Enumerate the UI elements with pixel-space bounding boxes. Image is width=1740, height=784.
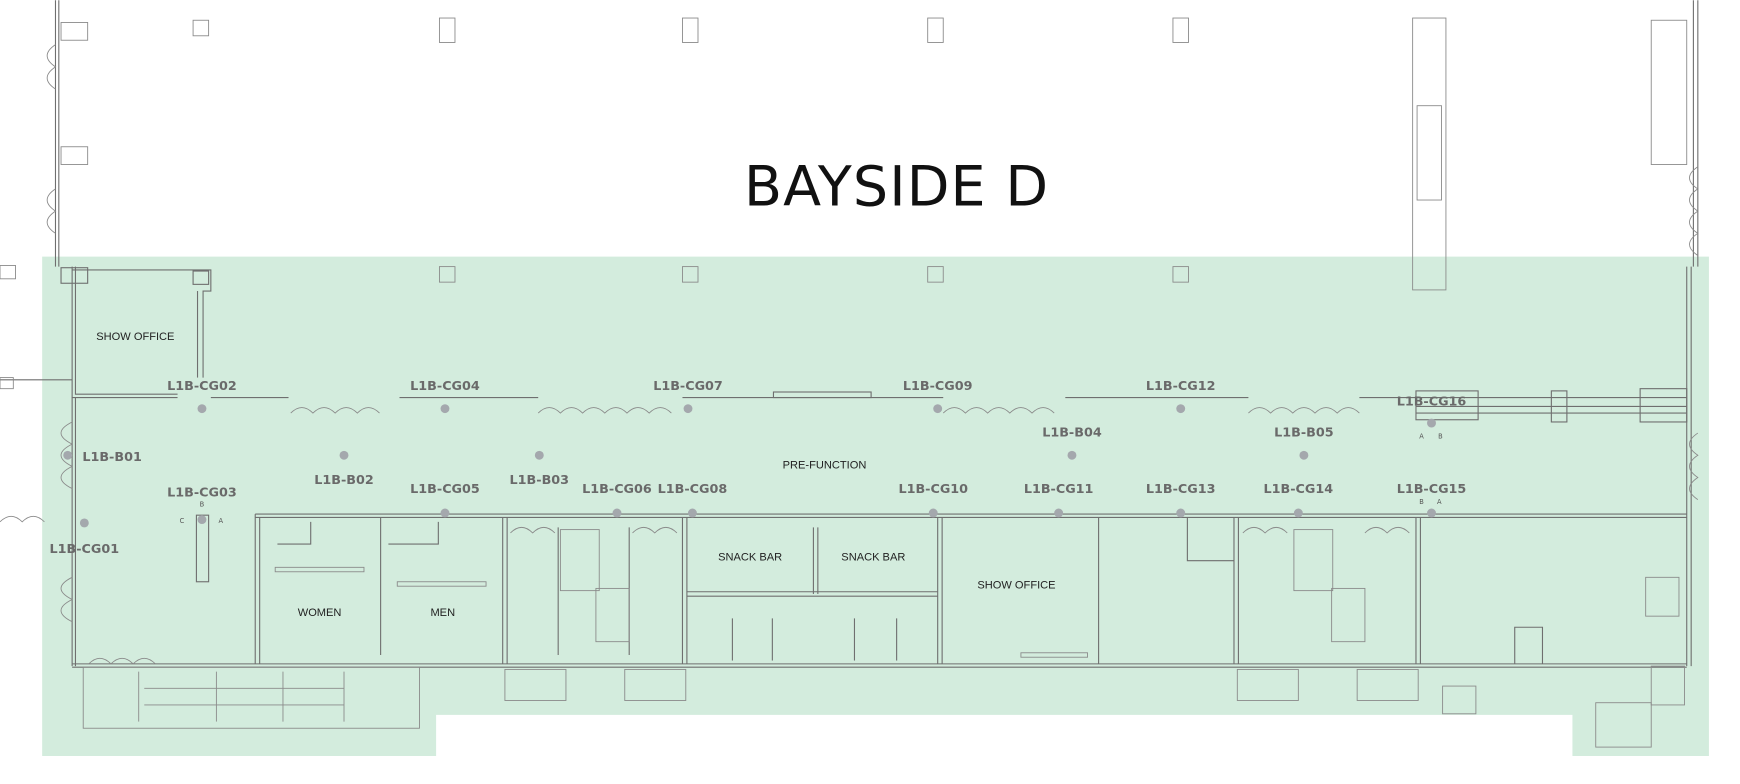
- booth-location-dot[interactable]: [1299, 450, 1309, 460]
- booth-l1b-cg01[interactable]: L1B-CG01: [50, 518, 120, 557]
- booth-label: L1B-CG09: [903, 379, 973, 394]
- booth-location-dot[interactable]: [1293, 508, 1303, 518]
- room-label-pre-function: PRE-FUNCTION: [783, 460, 867, 472]
- booth-location-dot[interactable]: [339, 450, 349, 460]
- booth-label: L1B-CG10: [898, 482, 968, 497]
- outlet-letter-cg03: C: [180, 517, 185, 525]
- booth-l1b-cg10[interactable]: L1B-CG10: [898, 482, 968, 518]
- booth-l1b-cg14[interactable]: L1B-CG14: [1264, 482, 1334, 518]
- booth-location-dot[interactable]: [1176, 404, 1186, 414]
- booth-l1b-cg09[interactable]: L1B-CG09: [903, 379, 973, 414]
- booth-location-dot[interactable]: [933, 404, 943, 414]
- room-labels: SHOW OFFICE PRE-FUNCTION SNACK BAR SNACK BA…: [96, 331, 1055, 619]
- booth-label: L1B-B01: [82, 450, 141, 465]
- booth-location-dot[interactable]: [1067, 450, 1077, 460]
- booth-l1b-cg13[interactable]: L1B-CG13: [1146, 482, 1216, 518]
- booth-l1b-cg04[interactable]: L1B-CG04: [410, 379, 480, 414]
- booth-l1b-cg15[interactable]: L1B-CG15: [1397, 482, 1467, 518]
- outlet-letter-cg03: A: [219, 517, 224, 525]
- booth-label: L1B-CG02: [167, 379, 237, 394]
- booth-label: L1B-B04: [1042, 425, 1102, 440]
- booth-label: L1B-B05: [1274, 425, 1333, 440]
- booth-location-dot[interactable]: [197, 515, 207, 525]
- booth-location-dot[interactable]: [440, 404, 450, 414]
- booth-l1b-b01[interactable]: L1B-B01: [63, 450, 142, 465]
- booth-label: L1B-CG13: [1146, 482, 1216, 497]
- booth-label: L1B-CG12: [1146, 379, 1216, 394]
- booth-l1b-b02[interactable]: L1B-B02: [314, 450, 374, 488]
- booth-l1b-cg08[interactable]: L1B-CG08: [658, 482, 728, 518]
- booth-location-dot[interactable]: [440, 508, 450, 518]
- booth-l1b-cg06[interactable]: L1B-CG06: [582, 482, 652, 518]
- booth-location-dot[interactable]: [612, 508, 622, 518]
- booth-label: L1B-CG15: [1397, 482, 1467, 497]
- room-label-show-office-2: SHOW OFFICE: [977, 579, 1055, 591]
- booth-label: L1B-B02: [314, 473, 373, 488]
- outlet-letter-cg15: B: [1419, 498, 1424, 506]
- booth-label: L1B-CG01: [50, 542, 120, 557]
- room-label-snack-bar-2: SNACK BAR: [841, 552, 905, 564]
- outlet-letter-cg16: A: [1419, 433, 1424, 441]
- booth-location-dot[interactable]: [688, 508, 697, 518]
- hall-title: BAYSIDE D: [744, 156, 1049, 220]
- room-label-women: WOMEN: [298, 607, 342, 619]
- booth-l1b-cg02[interactable]: L1B-CG02: [167, 379, 237, 414]
- booth-l1b-cg05[interactable]: L1B-CG05: [410, 482, 480, 518]
- booth-label: L1B-CG04: [410, 379, 480, 394]
- booth-l1b-cg07[interactable]: L1B-CG07: [653, 379, 723, 414]
- booth-location-dot[interactable]: [79, 518, 89, 528]
- booth-l1b-cg16[interactable]: L1B-CG16: [1397, 394, 1467, 428]
- outlet-letter-cg15: A: [1437, 498, 1442, 506]
- booth-location-dot[interactable]: [1427, 418, 1436, 428]
- booth-label: L1B-CG07: [653, 379, 723, 394]
- room-label-men: MEN: [430, 607, 455, 619]
- highlighted-floor-area: [42, 256, 1709, 756]
- booth-label: L1B-CG05: [410, 482, 480, 497]
- booth-location-dot[interactable]: [63, 450, 73, 460]
- outlet-letters: B C A A B B A: [180, 433, 1443, 525]
- booth-location-dot[interactable]: [197, 404, 207, 414]
- outlet-letter-cg03: B: [200, 500, 205, 508]
- room-label-show-office-1: SHOW OFFICE: [96, 331, 174, 343]
- booth-l1b-b03[interactable]: L1B-B03: [510, 450, 569, 488]
- booth-l1b-b04[interactable]: L1B-B04: [1042, 425, 1102, 460]
- booth-location-dot[interactable]: [683, 404, 693, 414]
- booth-label: L1B-B03: [510, 473, 569, 488]
- booth-location-dot[interactable]: [1427, 508, 1436, 518]
- booth-label: L1B-CG03: [167, 485, 237, 500]
- booth-location-dot[interactable]: [1176, 508, 1186, 518]
- booth-location-dot[interactable]: [1054, 508, 1064, 518]
- walls: [0, 0, 1699, 748]
- room-label-snack-bar-1: SNACK BAR: [718, 552, 782, 564]
- booth-label: L1B-CG08: [658, 482, 728, 497]
- booth-label: L1B-CG16: [1397, 394, 1467, 409]
- booth-l1b-b05[interactable]: L1B-B05: [1274, 425, 1334, 460]
- booth-l1b-cg03[interactable]: L1B-CG03: [167, 485, 237, 525]
- outlet-letter-cg16: B: [1438, 433, 1443, 441]
- booth-location-dot[interactable]: [928, 508, 938, 518]
- booth-l1b-cg11[interactable]: L1B-CG11: [1024, 482, 1094, 518]
- booth-location-dot[interactable]: [534, 450, 544, 460]
- booth-label: L1B-CG11: [1024, 482, 1094, 497]
- booth-label: L1B-CG14: [1264, 482, 1334, 497]
- booth-label: L1B-CG06: [582, 482, 652, 497]
- booth-l1b-cg12[interactable]: L1B-CG12: [1146, 379, 1216, 414]
